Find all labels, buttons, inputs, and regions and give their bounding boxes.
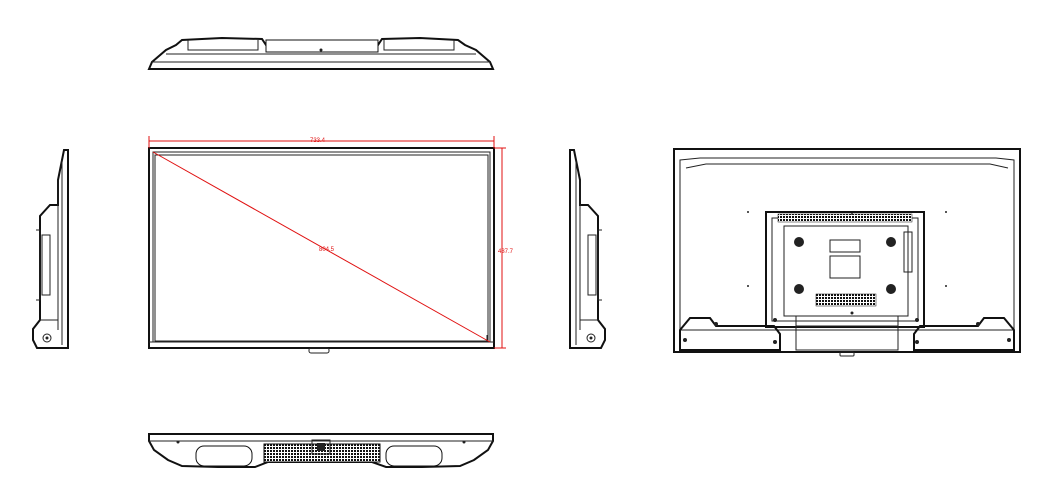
- left-speaker-grille: [195, 445, 253, 467]
- top-vent-grille: [265, 39, 379, 53]
- front-dimensions: 733.4 804.5 437.7: [148, 136, 514, 349]
- width-dimension-label: 733.4: [310, 138, 326, 144]
- left-side-view: [32, 149, 69, 349]
- front-view: [148, 147, 495, 354]
- top-view: [147, 36, 495, 70]
- bottom-view: [148, 433, 494, 468]
- back-view: [673, 148, 1021, 357]
- height-dimension-label: 437.7: [498, 249, 514, 255]
- right-speaker-grille: [385, 445, 443, 467]
- diagonal-dimension-label: 804.5: [319, 247, 335, 253]
- right-side-view: [569, 149, 606, 349]
